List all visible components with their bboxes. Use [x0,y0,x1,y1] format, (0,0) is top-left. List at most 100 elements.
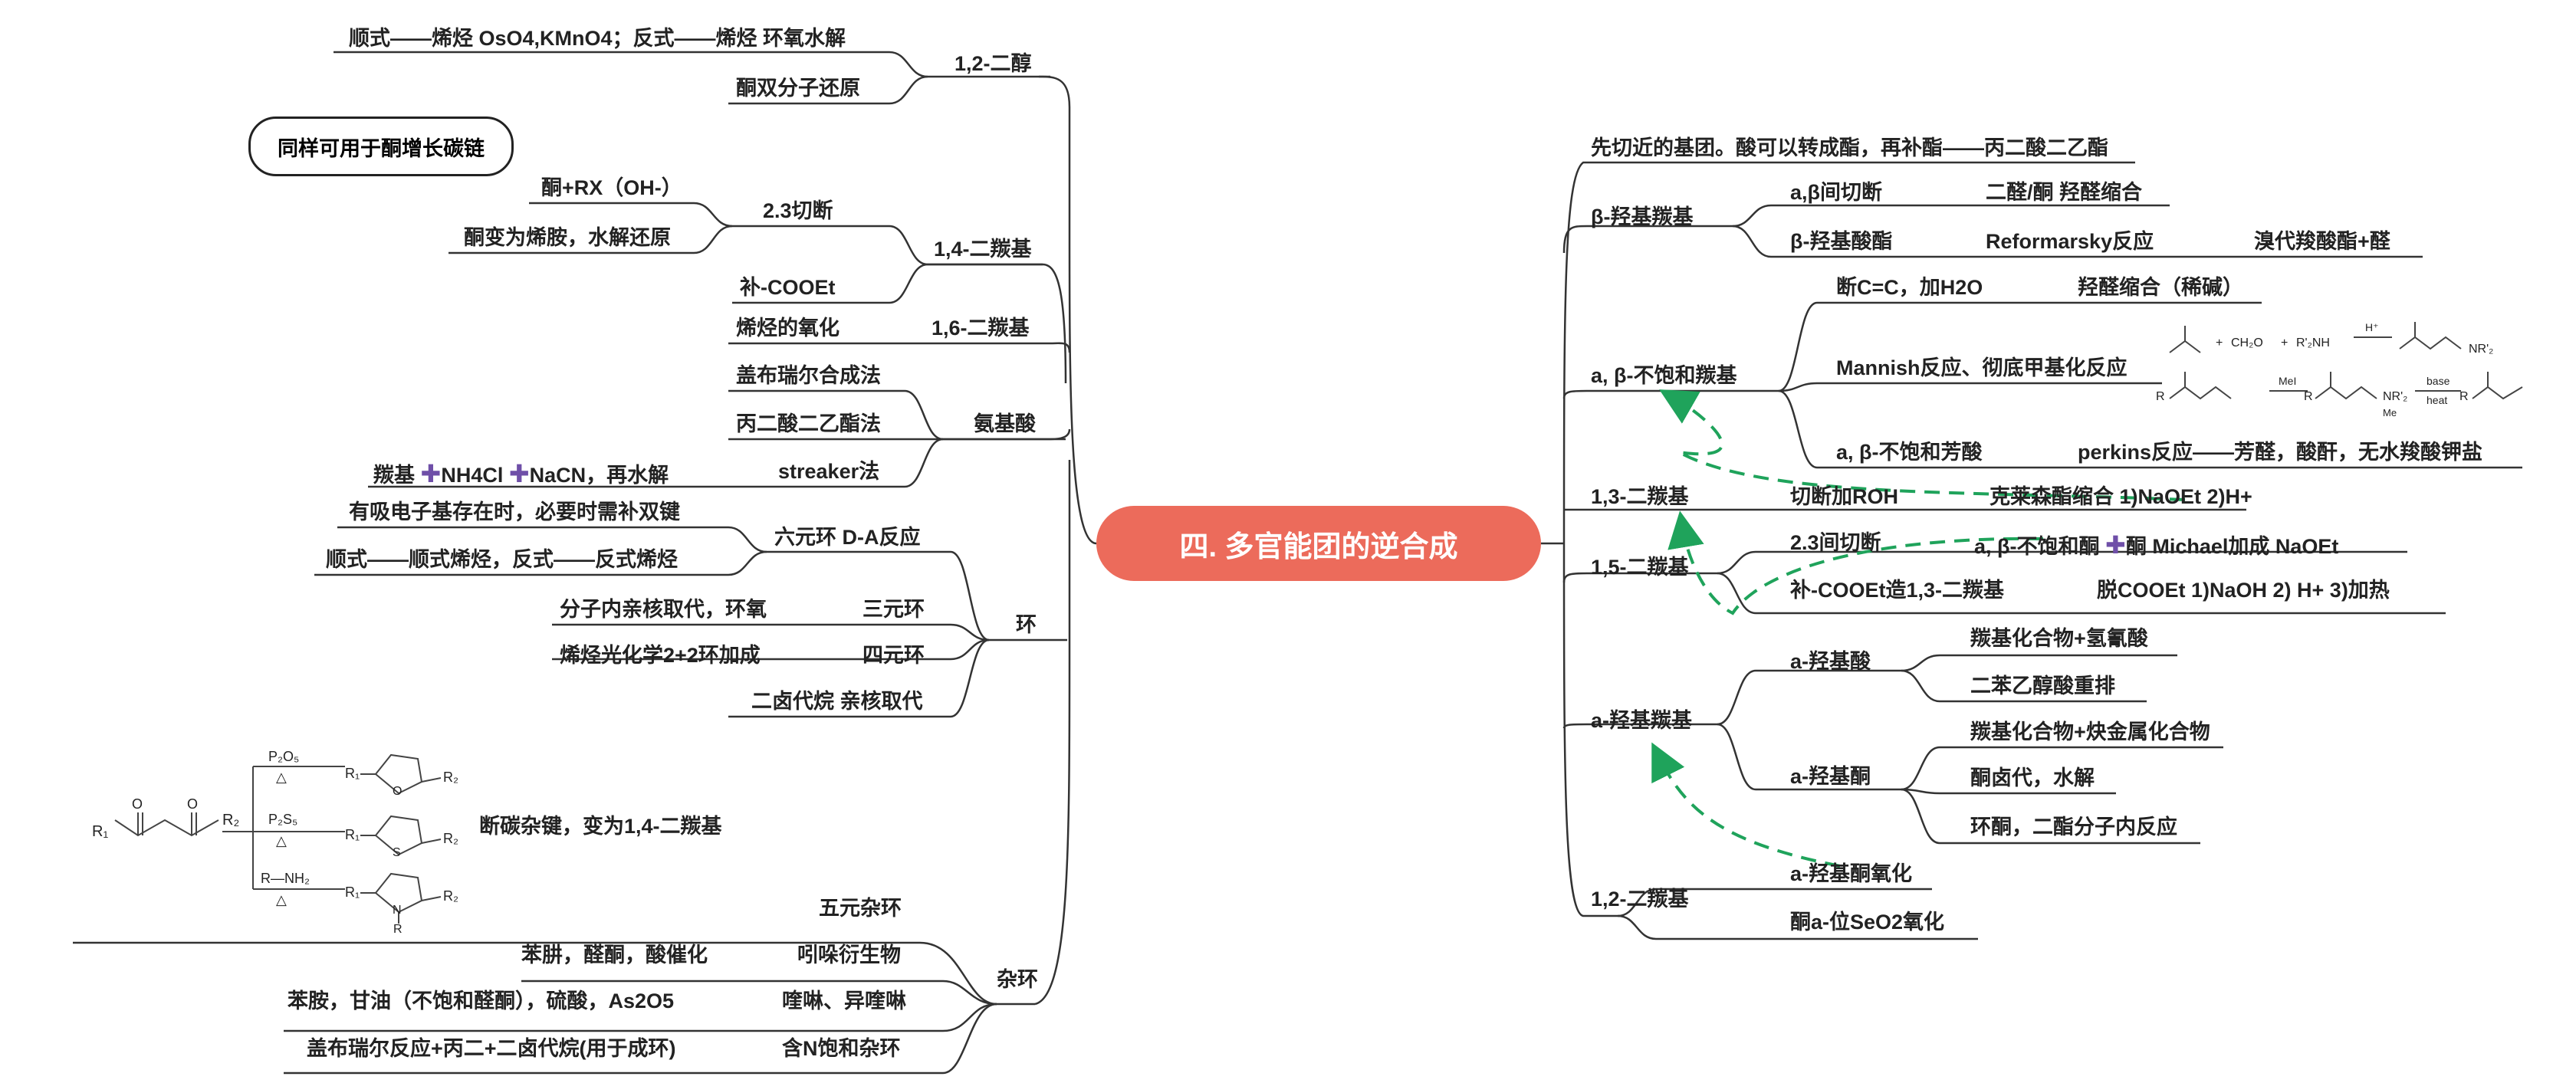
root-node[interactable]: 四. 多官能团的逆合成 [1096,506,1541,581]
scheme-tri3: △ [276,892,287,907]
ring-four: 四元环 [863,644,925,667]
node-amino[interactable]: 氨基酸 [974,412,1036,435]
dc13-claisen: 克莱森酯缩合 1)NaOEt 2)H+ [1990,485,2252,508]
strecker-c: NaCN，再水解 [529,464,669,487]
dc12-ox: a-羟基酮氧化 [1790,862,1913,885]
ms-me: Me [2383,407,2397,418]
amino-gabriel: 盖布瑞尔合成法 [736,364,881,387]
unsat-arom: a, β-不饱和芳酸 [1836,441,1983,464]
scheme-tri2: △ [276,833,287,848]
dc15-cooet: 补-COOEt造1,3-二羰基 [1790,579,2005,602]
trunk-up [1039,75,1097,545]
hetero-quin: 喹啉、异喹啉 [782,989,906,1012]
ms-r-c: R [2459,390,2469,403]
ms-heat: heat [2426,394,2448,406]
root-title: 四. 多官能团的逆合成 [1179,530,1458,563]
dc15-cut23: 2.3间切断 [1790,531,1881,554]
hetero-indole-desc: 苯肼，醛酮，酸催化 [521,944,708,966]
diol12-ketone: 酮双分子还原 [736,77,860,100]
scheme-r-sub: R [393,923,402,936]
scheme-r2-c: R₂ [443,888,458,904]
node-dicarbonyl15[interactable]: 1,5-二羰基 [1591,556,1689,579]
node-ahydroxy[interactable]: a-羟基羰基 [1591,709,1693,732]
scheme-tri1: △ [276,770,287,785]
ring-four-desc: 烯烃光化学2+2环加成 [560,644,761,667]
ring-ewg: 有吸电子基存在时，必要时需补双键 [349,500,680,523]
scheme-r2-b: R₂ [443,831,458,846]
arrow-claisen-to-unsat [1659,389,2186,501]
ah-ketone-1: 羰基化合物+炔金属化合物 [1970,720,2210,743]
node-dicarbonyl12[interactable]: 1,2-二羰基 [1591,888,1689,911]
ah-acid-2: 二苯乙醇酸重排 [1970,674,2115,697]
dc15-michael-a: a, β-不饱和酮 [1974,535,2100,558]
node-dicarbonyl13[interactable]: 1,3-二羰基 [1591,485,1689,508]
plus-icon: ✚ [508,460,530,487]
bh-ester-d1: Reformarsky反应 [1986,230,2154,253]
dc14-enamine: 酮变为烯胺，水解还原 [464,226,671,249]
ms-plus1: + [2216,336,2223,350]
bh-ester: β-羟基酸酯 [1790,230,1893,253]
ms-plus2: + [2281,336,2288,350]
ms-mei: MeI [2279,375,2297,387]
node-dicarbonyl14[interactable]: 1,4-二羰基 [934,238,1032,261]
scheme-p2s5: P₂S₅ [268,812,298,827]
scheme-r1-c: R₁ [345,884,360,900]
node-bhydroxy[interactable]: β-羟基羰基 [1591,205,1694,228]
strecker-b: NH4Cl [441,464,504,487]
ms-r-a: R [2156,390,2165,403]
dc14-cut23: 2.3切断 [763,199,833,222]
dc12-seo2: 酮a-位SeO2氧化 [1790,911,1945,934]
furan-scheme [114,753,442,924]
scheme-rnh2: R—NH₂ [261,871,310,886]
dc13-cut: 切断加ROH [1790,485,1898,508]
dc15-michael-b: 酮 Michael加成 NaOEt [2125,535,2339,558]
scheme-o-ring: O [393,785,402,798]
ring-three-desc: 分子内亲核取代，环氧 [560,598,767,621]
node-ring[interactable]: 环 [1016,613,1037,636]
ms-r2nh: R'₂NH [2296,336,2330,350]
ring-three: 三元环 [863,598,925,621]
ring-cis: 顺式——顺式烯烃，反式——反式烯烃 [326,548,678,571]
dc14-rx: 酮+RX（OH-） [541,176,682,199]
unsat-cc-desc: 羟醛缩合（稀碱） [2078,276,2243,299]
ring-six: 六元环 D-A反应 [774,526,921,549]
ms-r-b: R [2304,390,2313,403]
hetero-quin-desc: 苯胺，甘油（不饱和醛酮），硫酸，As2O5 [288,989,675,1012]
arrow-ketone-ox-to-ahydroxy [1651,742,1841,868]
right-intro: 先切近的基团。酸可以转成酯，再补酯——丙二酸二乙酯 [1591,136,2108,159]
scheme-s-ring: S [393,846,401,859]
hetero-five: 五元杂环 [819,897,902,920]
bh-ab-desc: 二醛/酮 羟醛缩合 [1986,181,2143,204]
dc15-decarb: 脱COOEt 1)NaOH 2) H+ 3)加热 [2097,579,2390,602]
scheme-n-ring: N [393,904,402,917]
unsat-cc: 断C=C，加H2O [1836,276,1983,299]
ah-acid-1: 羰基化合物+氢氰酸 [1970,627,2148,650]
scheme-r1: R₁ [92,823,109,840]
node-unsat[interactable]: a, β-不饱和羰基 [1591,364,1737,387]
ah-ketone-3: 环酮，二酯分子内反应 [1970,816,2177,839]
arrow-michael-to-13 [1668,510,2044,615]
scheme-r1-a: R₁ [345,766,360,781]
ah-acid: a-羟基酸 [1790,650,1871,673]
dc15-michael: a, β-不饱和酮 ✚酮 Michael加成 NaOEt [1974,533,2338,557]
dc14-cooet: 补-COOEt [740,276,836,299]
unsat-mannich: Mannish反应、彻底甲基化反应 [1836,356,2128,379]
node-diol12[interactable]: 1,2-二醇 [955,52,1032,75]
node-hetero[interactable]: 杂环 [997,968,1038,991]
hetero-nsat: 含N饱和杂环 [782,1037,901,1060]
node-dicarbonyl16[interactable]: 1,6-二羰基 [932,317,1030,340]
hetero-indole: 吲哚衍生物 [797,944,901,966]
strecker-a: 羰基 [373,464,415,487]
ms-nr2-b: NR'₂ [2383,390,2408,403]
ms-h: H⁺ [2365,321,2379,333]
scheme-o1: O [132,796,143,812]
strecker-detail: 羰基 ✚NH4Cl ✚NaCN，再水解 [373,461,669,486]
plus-icon: ✚ [2105,531,2126,559]
amino-malonate: 丙二酸二乙酯法 [736,412,881,435]
plus-icon: ✚ [420,460,442,487]
scheme-o2: O [187,796,199,812]
ah-ketone: a-羟基酮 [1790,765,1871,788]
hetero-nsat-desc: 盖布瑞尔反应+丙二+二卤代烷(用于成环) [307,1037,676,1060]
